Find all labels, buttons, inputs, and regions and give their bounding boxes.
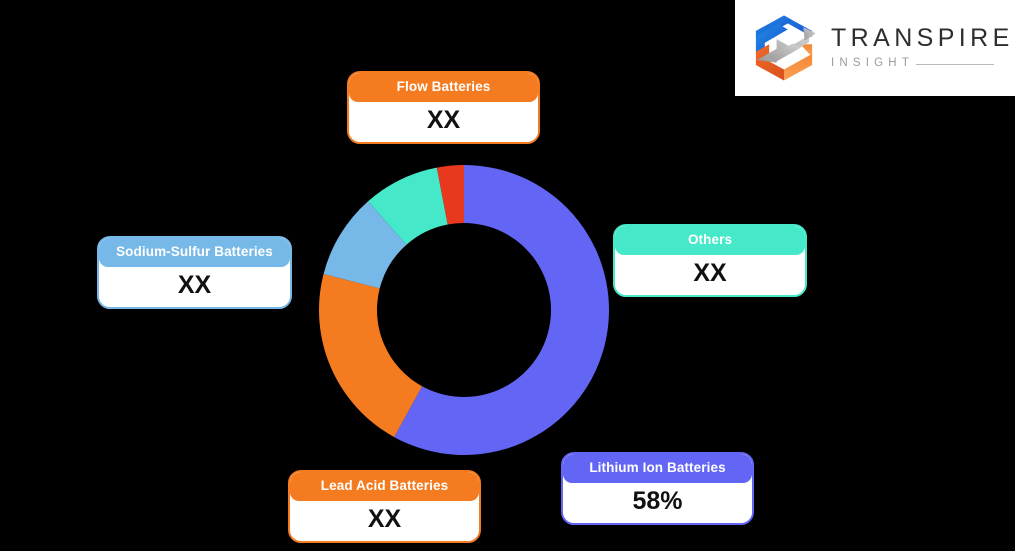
donut-chart bbox=[319, 165, 609, 455]
brand-name-secondary: INSIGHT bbox=[831, 57, 915, 70]
callout-sodium-sulfur-batteries-value: XX bbox=[99, 266, 290, 307]
donut-segment-flow-batteries[interactable] bbox=[436, 165, 464, 225]
brand-rule-divider bbox=[916, 63, 995, 65]
callout-sodium-sulfur-batteries-label: Sodium-Sulfur Batteries bbox=[99, 238, 290, 267]
donut-chart-svg bbox=[319, 165, 609, 455]
brand-name-secondary-row: INSIGHT bbox=[831, 58, 1014, 70]
callout-lithium-ion-batteries[interactable]: Lithium Ion Batteries 58% bbox=[561, 452, 754, 525]
transpire-arrow-cube-logo-icon bbox=[755, 15, 816, 81]
callout-lithium-ion-batteries-label: Lithium Ion Batteries bbox=[563, 454, 752, 483]
callout-flow-batteries-label: Flow Batteries bbox=[349, 73, 538, 102]
callout-lithium-ion-batteries-value: 58% bbox=[563, 482, 752, 523]
callout-flow-batteries[interactable]: Flow Batteries XX bbox=[347, 71, 540, 144]
callout-others-label: Others bbox=[615, 226, 805, 255]
donut-segment-sodium-sulfur-batteries[interactable] bbox=[323, 201, 407, 289]
callout-lead-acid-batteries[interactable]: Lead Acid Batteries XX bbox=[288, 470, 481, 543]
callout-others[interactable]: Others XX bbox=[613, 224, 807, 297]
brand-name-primary: TRANSPIRE bbox=[831, 24, 1014, 53]
donut-segment-others[interactable] bbox=[368, 167, 448, 245]
brand-logo-wordmark: TRANSPIRE INSIGHT bbox=[831, 26, 1014, 70]
callout-lead-acid-batteries-label: Lead Acid Batteries bbox=[290, 472, 479, 501]
donut-segment-lithium-ion-batteries[interactable] bbox=[394, 165, 609, 455]
donut-segments bbox=[319, 165, 609, 455]
callout-flow-batteries-value: XX bbox=[349, 101, 538, 142]
callout-others-value: XX bbox=[615, 254, 805, 295]
callout-sodium-sulfur-batteries[interactable]: Sodium-Sulfur Batteries XX bbox=[97, 236, 292, 309]
brand-logo: TRANSPIRE INSIGHT bbox=[735, 0, 1015, 96]
donut-segment-lead-acid-batteries[interactable] bbox=[319, 273, 423, 438]
callout-lead-acid-batteries-value: XX bbox=[290, 500, 479, 541]
